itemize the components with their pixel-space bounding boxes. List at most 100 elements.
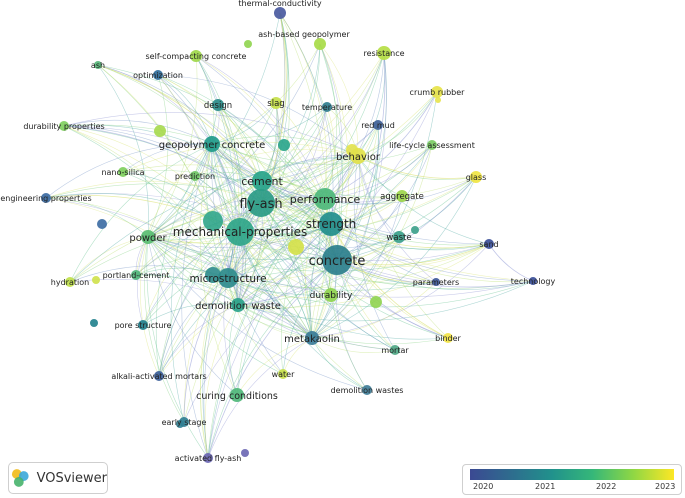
node-bubble[interactable]	[205, 267, 221, 283]
node-aggregate[interactable]	[396, 190, 408, 202]
node-demolition-waste[interactable]	[231, 298, 245, 312]
node-prediction[interactable]	[190, 171, 200, 181]
node-technology[interactable]	[529, 277, 537, 285]
node-label-demolition-waste[interactable]: demolition waste	[195, 301, 281, 312]
node-water[interactable]	[278, 369, 288, 379]
node-bubble[interactable]	[370, 296, 382, 308]
node-bubble[interactable]	[97, 219, 107, 229]
node-label-nano-silica[interactable]: nano-silica	[101, 168, 144, 177]
node-label-ash-based-geopolymer[interactable]: ash-based geopolymer	[258, 30, 350, 39]
node-label-demolition-wastes[interactable]: demolition wastes	[331, 386, 404, 395]
node-demolition-wastes[interactable]	[362, 385, 372, 395]
node-label-crumb-rubber[interactable]: crumb rubber	[410, 88, 466, 97]
node-label-aggregate[interactable]: aggregate	[380, 192, 424, 202]
node-design[interactable]	[212, 99, 224, 111]
node-fly-ash[interactable]	[247, 189, 275, 217]
node-label-ash[interactable]: ash	[91, 61, 105, 70]
node-crumb-rubber[interactable]	[431, 86, 443, 98]
node-life-cycle-assessment[interactable]	[427, 140, 437, 150]
node-microstructure[interactable]	[218, 268, 238, 288]
node-label-curing-conditions[interactable]: curing conditions	[196, 391, 278, 402]
node-label-activated-fly-ash[interactable]: activated fly-ash	[175, 454, 242, 463]
node-bubble[interactable]	[241, 449, 249, 457]
node-early-stage[interactable]	[179, 417, 189, 427]
node-performance[interactable]	[314, 188, 336, 210]
node-label-metakaolin[interactable]: metakaolin	[284, 334, 340, 345]
node-geopolymer-concrete[interactable]	[204, 136, 220, 152]
node-durability-properties[interactable]	[59, 121, 69, 131]
node-label-resistance[interactable]: resistance	[363, 49, 404, 58]
node-label-early-stage[interactable]: early stage	[162, 418, 207, 427]
node-bubble[interactable]	[278, 139, 290, 151]
node-label-glass[interactable]: glass	[466, 173, 487, 182]
node-mortar[interactable]	[390, 345, 400, 355]
node-label-durability-properties[interactable]: durability properties	[23, 122, 104, 131]
node-pore-structure[interactable]	[138, 320, 148, 330]
node-curing-conditions[interactable]	[230, 388, 244, 402]
node-binder[interactable]	[443, 333, 453, 343]
node-optimization[interactable]	[153, 70, 163, 80]
node-bubble[interactable]	[90, 319, 98, 327]
node-waste[interactable]	[393, 231, 405, 243]
node-bubble[interactable]	[244, 40, 252, 48]
node-label-life-cycle-assessment[interactable]: life-cycle assessment	[389, 141, 475, 150]
node-label-concrete[interactable]: concrete	[309, 254, 366, 269]
node-bubble[interactable]	[92, 276, 100, 284]
node-bubble[interactable]	[411, 226, 419, 234]
node-mechanical-properties[interactable]	[226, 218, 254, 246]
node-label-microstructure[interactable]: microstructure	[189, 273, 266, 285]
node-resistance[interactable]	[377, 46, 391, 60]
node-label-water[interactable]: water	[272, 370, 296, 379]
node-bubble[interactable]	[288, 239, 304, 255]
node-bubble[interactable]	[154, 125, 166, 137]
node-label-performance[interactable]: performance	[290, 193, 361, 206]
node-label-binder[interactable]: binder	[435, 334, 461, 343]
node-label-engineering-properties[interactable]: engineering properties	[0, 194, 91, 203]
node-label-design[interactable]: design	[204, 101, 232, 111]
node-label-cement[interactable]: cement	[241, 175, 283, 188]
node-concrete[interactable]	[322, 245, 352, 275]
node-label-durability[interactable]: durability	[310, 291, 353, 301]
node-label-parameters[interactable]: parameters	[413, 278, 459, 287]
node-label-prediction[interactable]: prediction	[175, 172, 215, 181]
node-sand[interactable]	[484, 239, 494, 249]
node-label-portland-cement[interactable]: portland-cement	[103, 271, 170, 280]
node-label-mortar[interactable]: mortar	[381, 346, 409, 355]
node-cement[interactable]	[252, 171, 272, 191]
node-slag[interactable]	[270, 97, 282, 109]
node-hydration[interactable]	[65, 277, 75, 287]
node-alkali-activated-mortars[interactable]	[154, 371, 164, 381]
node-engineering-properties[interactable]	[41, 193, 51, 203]
node-label-geopolymer-concrete[interactable]: geopolymer concrete	[159, 140, 266, 151]
node-label-fly-ash[interactable]: fly-ash	[239, 197, 282, 212]
node-ash-based-geopolymer[interactable]	[314, 38, 326, 50]
node-label-optimization[interactable]: optimization	[133, 71, 183, 80]
node-behavior[interactable]	[350, 148, 366, 164]
node-activated-fly-ash[interactable]	[203, 453, 213, 463]
node-label-pore-structure[interactable]: pore structure	[115, 321, 172, 330]
node-red-mud[interactable]	[373, 120, 383, 130]
node-label-behavior[interactable]: behavior	[336, 152, 381, 163]
node-label-red-mud[interactable]: red mud	[361, 121, 395, 130]
node-durability[interactable]	[324, 288, 338, 302]
node-label-powder[interactable]: powder	[129, 233, 167, 244]
node-metakaolin[interactable]	[305, 331, 319, 345]
node-parameters[interactable]	[432, 278, 440, 286]
node-bubble[interactable]	[435, 97, 441, 103]
node-label-technology[interactable]: technology	[511, 277, 556, 286]
node-label-sand[interactable]: sand	[479, 240, 498, 249]
node-label-alkali-activated-mortars[interactable]: alkali-activated mortars	[111, 372, 206, 381]
node-portland-cement[interactable]	[131, 270, 141, 280]
node-ash[interactable]	[94, 61, 102, 69]
node-label-hydration[interactable]: hydration	[51, 278, 89, 287]
node-bubble[interactable]	[203, 211, 223, 231]
node-thermal-conductivity[interactable]	[274, 7, 286, 19]
node-label-self-compacting-concrete[interactable]: self-compacting concrete	[146, 52, 247, 61]
node-label-temperature[interactable]: temperature	[302, 103, 352, 112]
node-self-compacting-concrete[interactable]	[190, 50, 202, 62]
node-label-waste[interactable]: waste	[386, 233, 411, 243]
node-nano-silica[interactable]	[118, 167, 128, 177]
node-label-mechanical-properties[interactable]: mechanical-properties	[173, 225, 307, 239]
node-label-thermal-conductivity[interactable]: thermal-conductivity	[238, 0, 321, 8]
